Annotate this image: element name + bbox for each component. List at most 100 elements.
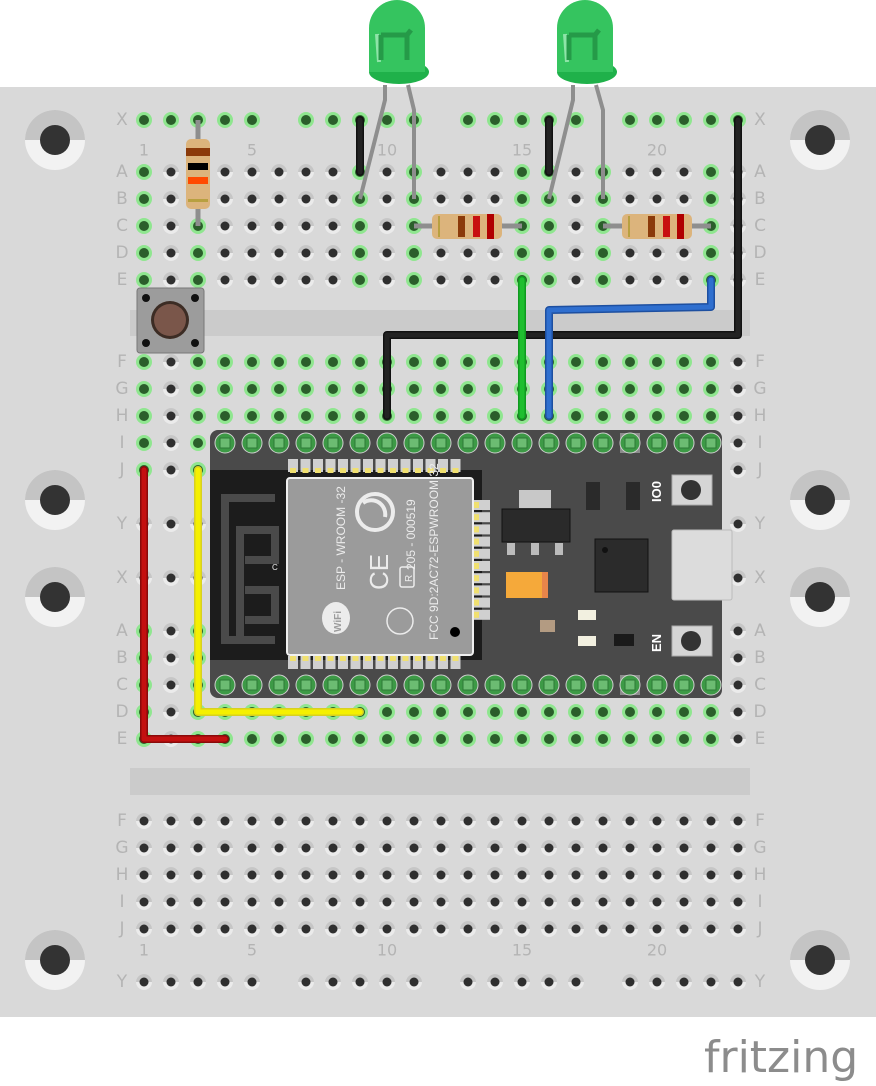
hole[interactable]: [514, 867, 530, 883]
hole[interactable]: [244, 164, 260, 180]
header-pin[interactable]: [322, 432, 344, 454]
hole[interactable]: [163, 840, 179, 856]
header-pin[interactable]: [295, 674, 317, 696]
hole-connected[interactable]: [136, 408, 152, 424]
hole[interactable]: [676, 164, 692, 180]
hole[interactable]: [379, 218, 395, 234]
hole[interactable]: [622, 245, 638, 261]
hole[interactable]: [271, 245, 287, 261]
hole[interactable]: [487, 272, 503, 288]
hole[interactable]: [649, 164, 665, 180]
hole-connected[interactable]: [217, 408, 233, 424]
hole-connected[interactable]: [136, 164, 152, 180]
hole[interactable]: [703, 894, 719, 910]
hole[interactable]: [676, 813, 692, 829]
hole[interactable]: [703, 840, 719, 856]
hole[interactable]: [163, 381, 179, 397]
hole[interactable]: [379, 191, 395, 207]
hole[interactable]: [217, 894, 233, 910]
header-pin[interactable]: [322, 674, 344, 696]
header-pin[interactable]: [457, 674, 479, 696]
hole[interactable]: [568, 867, 584, 883]
hole[interactable]: [406, 840, 422, 856]
hole[interactable]: [433, 921, 449, 937]
hole-connected[interactable]: [271, 381, 287, 397]
hole[interactable]: [163, 623, 179, 639]
hole[interactable]: [595, 867, 611, 883]
hole[interactable]: [622, 191, 638, 207]
hole[interactable]: [433, 164, 449, 180]
hole[interactable]: [190, 921, 206, 937]
hole[interactable]: [352, 921, 368, 937]
hole[interactable]: [730, 867, 746, 883]
hole[interactable]: [352, 894, 368, 910]
hole[interactable]: [676, 245, 692, 261]
hole[interactable]: [730, 974, 746, 990]
hole-connected[interactable]: [595, 408, 611, 424]
hole-connected[interactable]: [568, 381, 584, 397]
hole[interactable]: [568, 164, 584, 180]
hole-connected[interactable]: [649, 408, 665, 424]
hole[interactable]: [244, 245, 260, 261]
hole-connected[interactable]: [298, 381, 314, 397]
hole[interactable]: [487, 164, 503, 180]
hole[interactable]: [460, 191, 476, 207]
hole[interactable]: [379, 272, 395, 288]
hole[interactable]: [136, 974, 152, 990]
hole[interactable]: [271, 894, 287, 910]
hole-connected[interactable]: [487, 408, 503, 424]
hole[interactable]: [352, 974, 368, 990]
hole[interactable]: [136, 894, 152, 910]
hole-connected[interactable]: [325, 381, 341, 397]
hole[interactable]: [325, 840, 341, 856]
hole[interactable]: [568, 191, 584, 207]
hole[interactable]: [406, 867, 422, 883]
hole-connected[interactable]: [406, 408, 422, 424]
hole-connected[interactable]: [649, 381, 665, 397]
header-pin[interactable]: [268, 432, 290, 454]
hole-connected[interactable]: [676, 704, 692, 720]
header-pin[interactable]: [349, 674, 371, 696]
hole-connected[interactable]: [217, 381, 233, 397]
hole-connected[interactable]: [514, 731, 530, 747]
hole-connected[interactable]: [136, 381, 152, 397]
hole-connected[interactable]: [352, 408, 368, 424]
hole[interactable]: [730, 650, 746, 666]
hole[interactable]: [271, 921, 287, 937]
hole-connected[interactable]: [514, 191, 530, 207]
header-pin[interactable]: [376, 674, 398, 696]
hole[interactable]: [568, 894, 584, 910]
hole[interactable]: [163, 191, 179, 207]
wire-blue[interactable]: [545, 276, 715, 420]
hole[interactable]: [163, 650, 179, 666]
hole-connected[interactable]: [622, 381, 638, 397]
hole[interactable]: [649, 813, 665, 829]
hole[interactable]: [730, 516, 746, 532]
hole-connected[interactable]: [460, 408, 476, 424]
hole-connected[interactable]: [487, 354, 503, 370]
hole[interactable]: [514, 921, 530, 937]
header-pin[interactable]: [538, 432, 560, 454]
hole[interactable]: [649, 867, 665, 883]
hole-connected[interactable]: [190, 408, 206, 424]
hole-connected[interactable]: [271, 408, 287, 424]
hole-connected[interactable]: [541, 245, 557, 261]
hole-connected[interactable]: [244, 354, 260, 370]
hole[interactable]: [649, 245, 665, 261]
hole[interactable]: [460, 921, 476, 937]
hole-connected[interactable]: [514, 164, 530, 180]
hole-connected[interactable]: [136, 245, 152, 261]
hole[interactable]: [703, 813, 719, 829]
hole[interactable]: [136, 867, 152, 883]
hole[interactable]: [325, 813, 341, 829]
hole[interactable]: [406, 974, 422, 990]
hole-connected[interactable]: [703, 704, 719, 720]
header-pin[interactable]: [457, 432, 479, 454]
header-pin[interactable]: [214, 674, 236, 696]
hole[interactable]: [352, 813, 368, 829]
hole[interactable]: [379, 813, 395, 829]
hole-connected[interactable]: [325, 731, 341, 747]
hole-connected[interactable]: [622, 704, 638, 720]
header-pin[interactable]: [430, 674, 452, 696]
hole[interactable]: [217, 272, 233, 288]
